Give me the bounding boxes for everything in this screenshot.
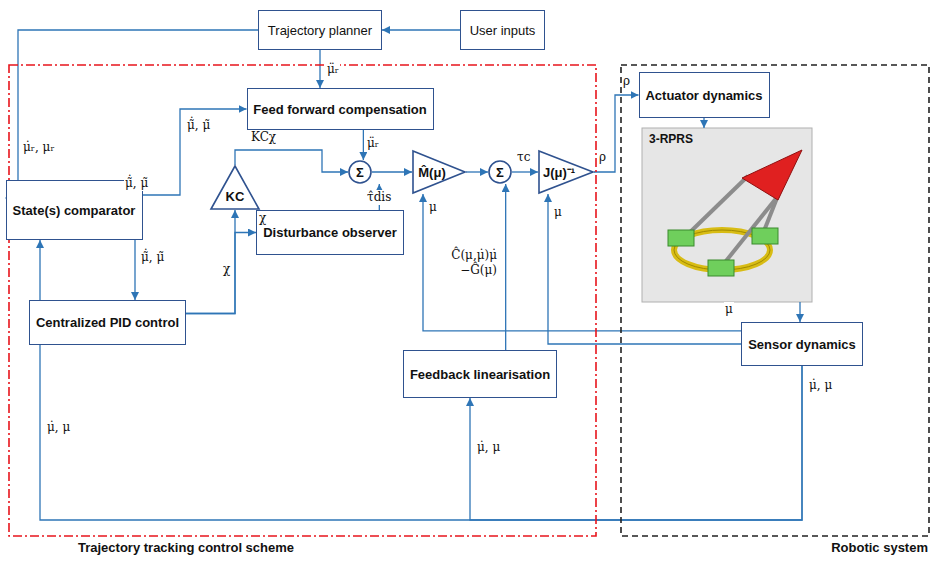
node-label: Σ bbox=[496, 165, 504, 180]
process-box: Trajectory planner bbox=[258, 10, 382, 50]
node-label: Actuator dynamics bbox=[645, 88, 762, 103]
node-label: J(μ)⁻¹ bbox=[543, 163, 575, 181]
signal-connector bbox=[235, 150, 348, 172]
summing-junction: Σ bbox=[348, 160, 372, 184]
signal-connector bbox=[6, 30, 259, 198]
illustration-ground bbox=[642, 128, 812, 302]
signal-connector bbox=[186, 210, 235, 314]
signal-label: ρ bbox=[598, 150, 607, 165]
node-label: Trajectory planner bbox=[268, 23, 372, 38]
slider-block bbox=[708, 260, 734, 276]
signal-label: KCχ bbox=[250, 130, 277, 145]
signal-connector bbox=[466, 171, 488, 172]
signal-label: μ bbox=[553, 205, 563, 220]
signal-connector bbox=[505, 184, 506, 350]
signal-label: μ̈ᵣ bbox=[326, 62, 340, 77]
node-label: Feedback linearisation bbox=[410, 367, 550, 382]
circle-outline bbox=[349, 161, 371, 183]
signal-label: τ̂dis bbox=[366, 190, 392, 205]
slider-block bbox=[752, 228, 778, 244]
node-label: M̂(μ) bbox=[418, 165, 445, 180]
signal-label: Ĉ(μ,μ̇)μ̇ −Ĝ(μ) bbox=[428, 248, 498, 278]
node-label: Centralized PID control bbox=[36, 315, 179, 330]
signal-connector bbox=[548, 194, 741, 344]
signal-connector bbox=[372, 171, 412, 172]
signal-connector bbox=[382, 29, 460, 30]
region-border bbox=[621, 65, 929, 536]
signal-label: χ bbox=[222, 262, 231, 277]
process-box: Centralized PID control bbox=[29, 300, 186, 345]
signal-label: μ̇, μ bbox=[476, 440, 501, 455]
signal-label: μ̇, μ bbox=[46, 420, 71, 435]
node-label: Sensor dynamics bbox=[748, 337, 856, 352]
signal-label: μ bbox=[428, 200, 438, 215]
region-border bbox=[9, 65, 596, 536]
signal-connector bbox=[363, 130, 364, 160]
signal-connector bbox=[319, 50, 320, 88]
gain-triangle: KC bbox=[210, 165, 260, 210]
region-frame: Trajectory tracking control schemeFeed f… bbox=[8, 64, 597, 537]
signal-connector bbox=[186, 233, 256, 314]
gain-triangle: J(μ)⁻¹ bbox=[538, 150, 594, 194]
summing-junction: Σ bbox=[488, 160, 512, 184]
process-box: Disturbance observer bbox=[256, 210, 404, 255]
triangle-outline bbox=[211, 166, 259, 209]
moving-platform bbox=[742, 150, 802, 200]
signal-label: μ̃̇, μ̃ bbox=[186, 118, 211, 133]
signal-label: μ̈ᵣ bbox=[366, 136, 380, 151]
process-box: Feed forward compensation bbox=[247, 88, 434, 130]
signal-label: μ̇, μ bbox=[808, 378, 833, 393]
node-label: State(s) comparator bbox=[13, 203, 136, 218]
triangle-outline bbox=[539, 151, 593, 193]
region-heading: Trajectory tracking control scheme bbox=[78, 540, 294, 555]
leg bbox=[684, 176, 748, 238]
signal-connector bbox=[512, 171, 538, 172]
signal-label: μ bbox=[724, 302, 734, 317]
signal-label: τc bbox=[516, 150, 531, 165]
region-heading: Robotic system bbox=[831, 540, 928, 555]
gain-triangle: M̂(μ) bbox=[412, 150, 466, 194]
node-label: User inputs bbox=[470, 23, 536, 38]
signal-label: μ̃̇, μ̃ bbox=[140, 250, 165, 265]
circle-outline bbox=[489, 161, 511, 183]
leg bbox=[722, 196, 778, 266]
triangle-outline bbox=[413, 151, 465, 193]
node-label: Disturbance observer bbox=[263, 225, 397, 240]
signal-arrow bbox=[703, 118, 704, 128]
process-box: User inputs bbox=[460, 10, 545, 50]
process-box: Sensor dynamics bbox=[741, 322, 863, 366]
signal-connector bbox=[594, 95, 639, 172]
slider-block bbox=[668, 230, 694, 246]
node-label: Σ bbox=[356, 165, 364, 180]
signal-label: μ̇ᵣ, μᵣ bbox=[22, 140, 56, 155]
node-label: Feed forward compensation bbox=[253, 102, 426, 117]
process-box: Actuator dynamics bbox=[639, 72, 770, 118]
process-box: State(s) comparator bbox=[6, 180, 143, 240]
signal-arrow bbox=[799, 302, 800, 322]
signal-connector bbox=[423, 194, 741, 331]
node-label: KC bbox=[226, 189, 245, 204]
signal-connector bbox=[40, 240, 802, 520]
signal-label: μ̃̇, μ̃ bbox=[124, 176, 149, 191]
signal-label: ρ bbox=[622, 74, 631, 89]
signal-label: χ bbox=[258, 211, 267, 226]
part-label: 3-RPRS bbox=[648, 132, 694, 146]
process-box: Feedback linearisation bbox=[403, 350, 557, 398]
